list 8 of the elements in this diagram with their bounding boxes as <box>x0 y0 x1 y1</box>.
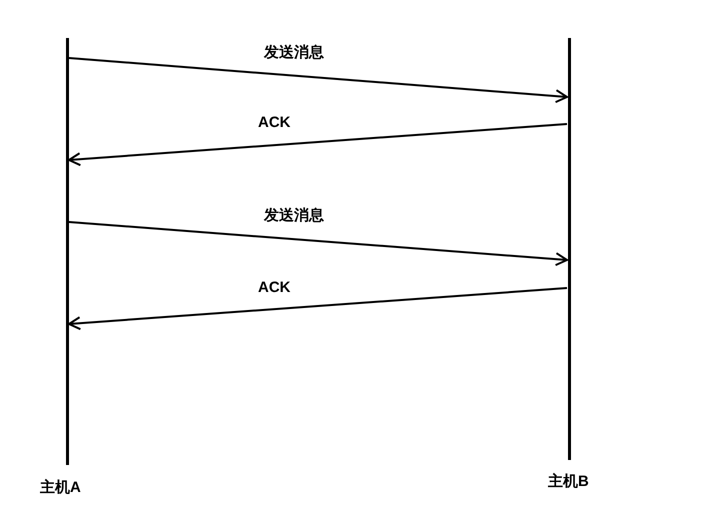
edge-label: 发送消息 <box>262 206 326 225</box>
host-label: 主机B <box>548 472 589 491</box>
edge-label: 发送消息 <box>262 43 326 62</box>
message-arrow <box>68 287 568 330</box>
host-label: 主机A <box>40 478 81 497</box>
message-arrow <box>68 123 568 166</box>
message-arrow <box>68 57 568 104</box>
message-arrow <box>68 221 568 266</box>
